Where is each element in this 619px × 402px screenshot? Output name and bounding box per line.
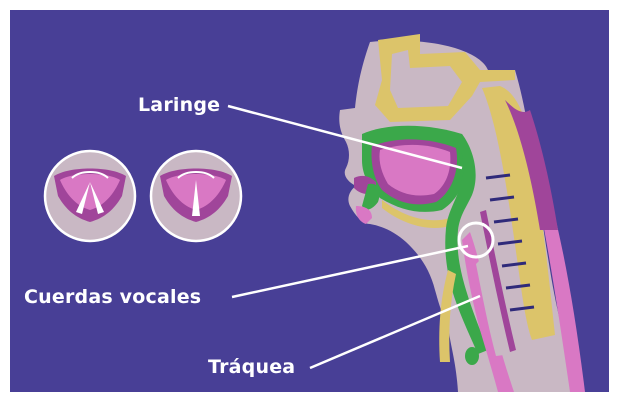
label-traquea: Tráquea: [208, 356, 295, 378]
glottis-open-icon: [45, 151, 135, 241]
label-laringe: Laringe: [138, 94, 220, 116]
diagram-frame: Laringe Cuerdas vocales Tráquea: [10, 10, 609, 392]
anatomy-illustration: [10, 10, 609, 392]
label-cuerdas-vocales: Cuerdas vocales: [24, 286, 201, 308]
glottis-closed-icon: [151, 151, 241, 241]
